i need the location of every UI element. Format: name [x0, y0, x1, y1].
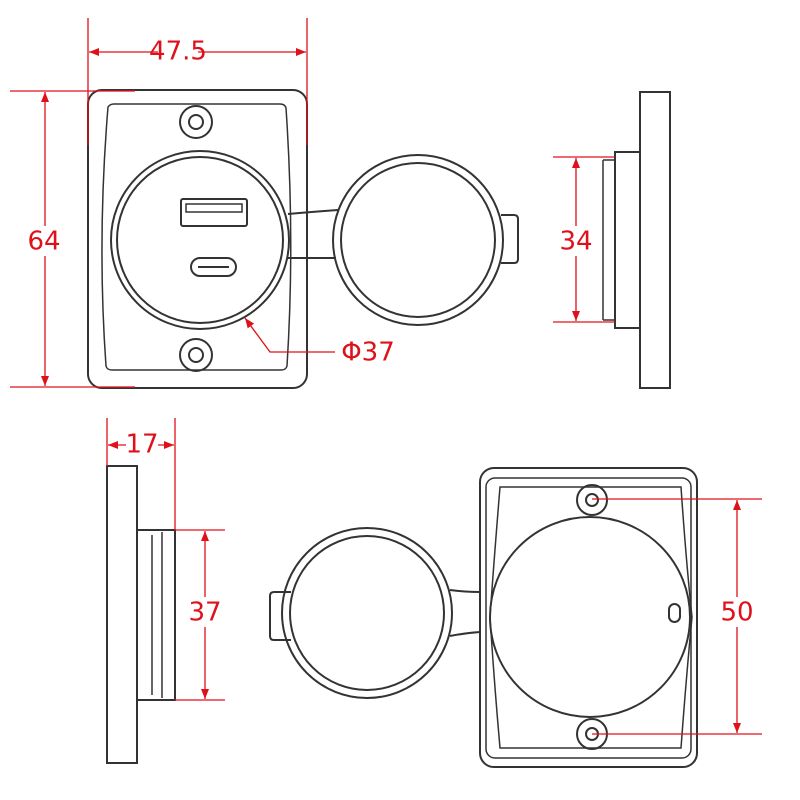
- side-plate: [639, 91, 671, 389]
- rear-cap-outer: [281, 527, 453, 699]
- side-plate: [106, 465, 138, 764]
- rear-cap-inner: [289, 535, 445, 691]
- dimension-side-body: 37: [175, 529, 225, 701]
- socket-ring-outer: [110, 150, 290, 330]
- screw-boss-top: [179, 105, 213, 139]
- front-plate: [87, 89, 308, 389]
- side-body: [136, 529, 176, 701]
- usb-c-port-icon: [190, 257, 237, 277]
- dimension-label: 17: [125, 430, 158, 460]
- rear-plate-outer: [479, 467, 698, 768]
- screw-hole-top: [188, 114, 204, 130]
- dimension-label: 50: [720, 598, 753, 628]
- dimension-front-width: 47.5: [87, 18, 308, 145]
- rear-cap-tab: [269, 591, 291, 641]
- cap-outer: [332, 154, 504, 326]
- screw-boss-bottom: [179, 338, 213, 372]
- usb-a-port-icon: [180, 198, 248, 227]
- dimension-hole-spacing: 50: [592, 498, 762, 735]
- side-view-left: [106, 465, 176, 764]
- dimension-front-height: 64: [10, 90, 135, 388]
- rear-screw-boss-top: [576, 484, 608, 516]
- cap-hinge-strap: [287, 209, 339, 259]
- side-step: [614, 151, 641, 329]
- dimension-label: Φ37: [341, 338, 395, 368]
- dimension-label: 34: [559, 227, 592, 257]
- socket-ring-inner: [116, 156, 284, 324]
- usb-a-tongue: [185, 203, 243, 213]
- screw-hole-bottom: [188, 347, 204, 363]
- dimension-side-depth: 17: [106, 418, 176, 530]
- rear-cap-hinge: [449, 589, 481, 637]
- side-view-right: [602, 91, 671, 389]
- rear-slot: [668, 603, 681, 623]
- cap-inner: [340, 162, 496, 318]
- dimension-label: 64: [27, 227, 60, 257]
- rear-body-circle: [489, 516, 691, 718]
- rear-view: [269, 467, 698, 768]
- front-view: [87, 89, 519, 389]
- front-inner-bevel: [101, 103, 292, 371]
- dimension-socket-diameter: Φ37: [244, 317, 395, 368]
- dimension-side-step: 34: [553, 156, 615, 323]
- rear-screw-top: [585, 493, 599, 507]
- dimension-label: 47.5: [149, 37, 207, 67]
- cap-tab: [501, 214, 519, 264]
- rear-bevel: [489, 486, 693, 749]
- dimension-label: 37: [188, 598, 221, 628]
- rear-plate-inner: [485, 477, 692, 759]
